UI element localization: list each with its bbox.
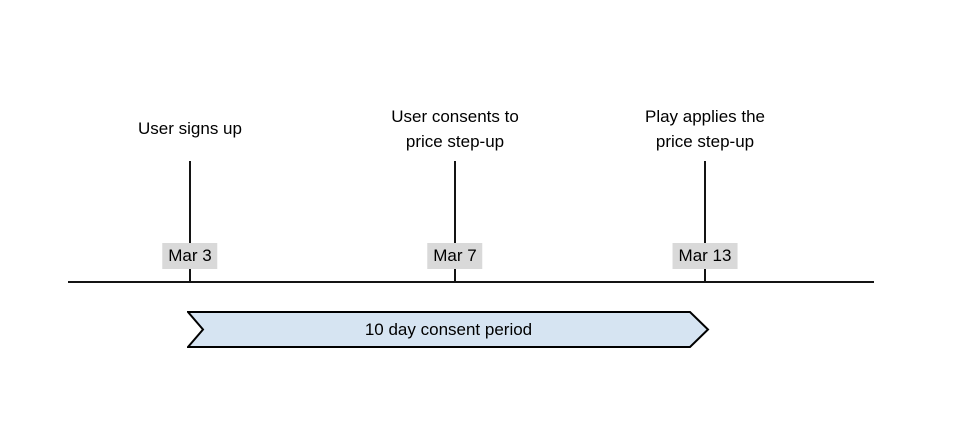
milestone-date-consent: Mar 7 [427,243,483,269]
milestone-title-signup: User signs up [138,119,242,138]
milestone-date-apply: Mar 13 [672,243,738,269]
milestone-tick-apply [704,161,706,283]
milestone-date-signup: Mar 3 [162,243,218,269]
milestone-tick-consent [454,161,456,283]
consent-period-label: 10 day consent period [364,319,533,339]
consent-period-banner: 10 day consent period [187,311,710,348]
milestone-title-consent: User consents to price step-up [391,107,519,151]
milestone-tick-signup [189,161,191,283]
milestone-title-apply: Play applies the price step-up [644,107,766,151]
timeline-axis-line [68,281,874,283]
consent-period-arrow-shape [187,311,710,348]
